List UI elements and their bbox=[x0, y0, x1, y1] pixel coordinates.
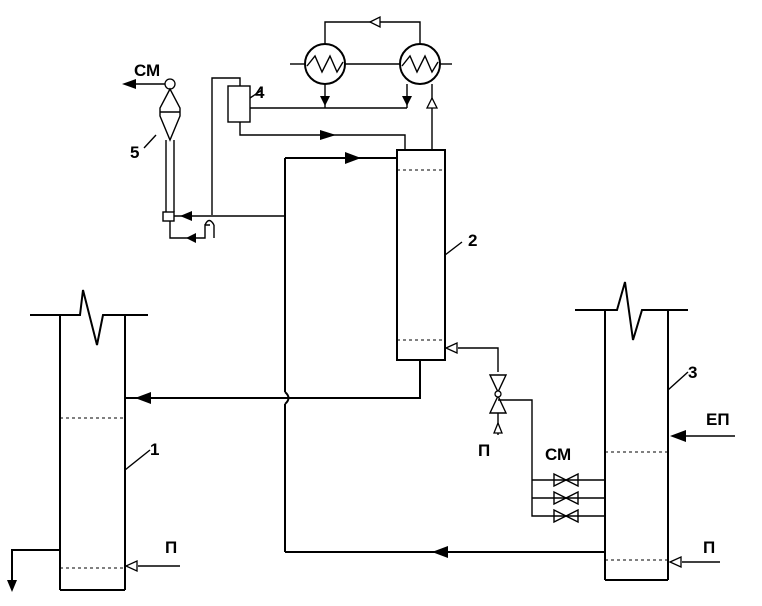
label-p-right: П bbox=[703, 538, 715, 557]
apparatus-5 bbox=[122, 78, 285, 243]
separator-4 bbox=[211, 77, 406, 215]
label-ep: ЕП bbox=[706, 410, 730, 429]
steam-ejector bbox=[488, 374, 508, 435]
bottoms-to-column-1 bbox=[125, 360, 421, 404]
label-3: 3 bbox=[688, 363, 697, 382]
label-1: 1 bbox=[150, 440, 159, 459]
heat-exchangers bbox=[250, 15, 452, 150]
label-2: 2 bbox=[468, 231, 477, 250]
label-p-mid: П bbox=[478, 441, 490, 460]
label-cm-top: СМ bbox=[134, 61, 160, 80]
column-3 bbox=[575, 281, 735, 581]
valve-manifold bbox=[498, 399, 605, 524]
column-1 bbox=[7, 289, 180, 592]
label-p-left: П bbox=[165, 538, 177, 557]
label-5: 5 bbox=[130, 143, 139, 162]
label-cm-mid: СМ bbox=[545, 445, 571, 464]
label-4: 4 bbox=[255, 83, 265, 102]
column-2 bbox=[396, 149, 499, 372]
